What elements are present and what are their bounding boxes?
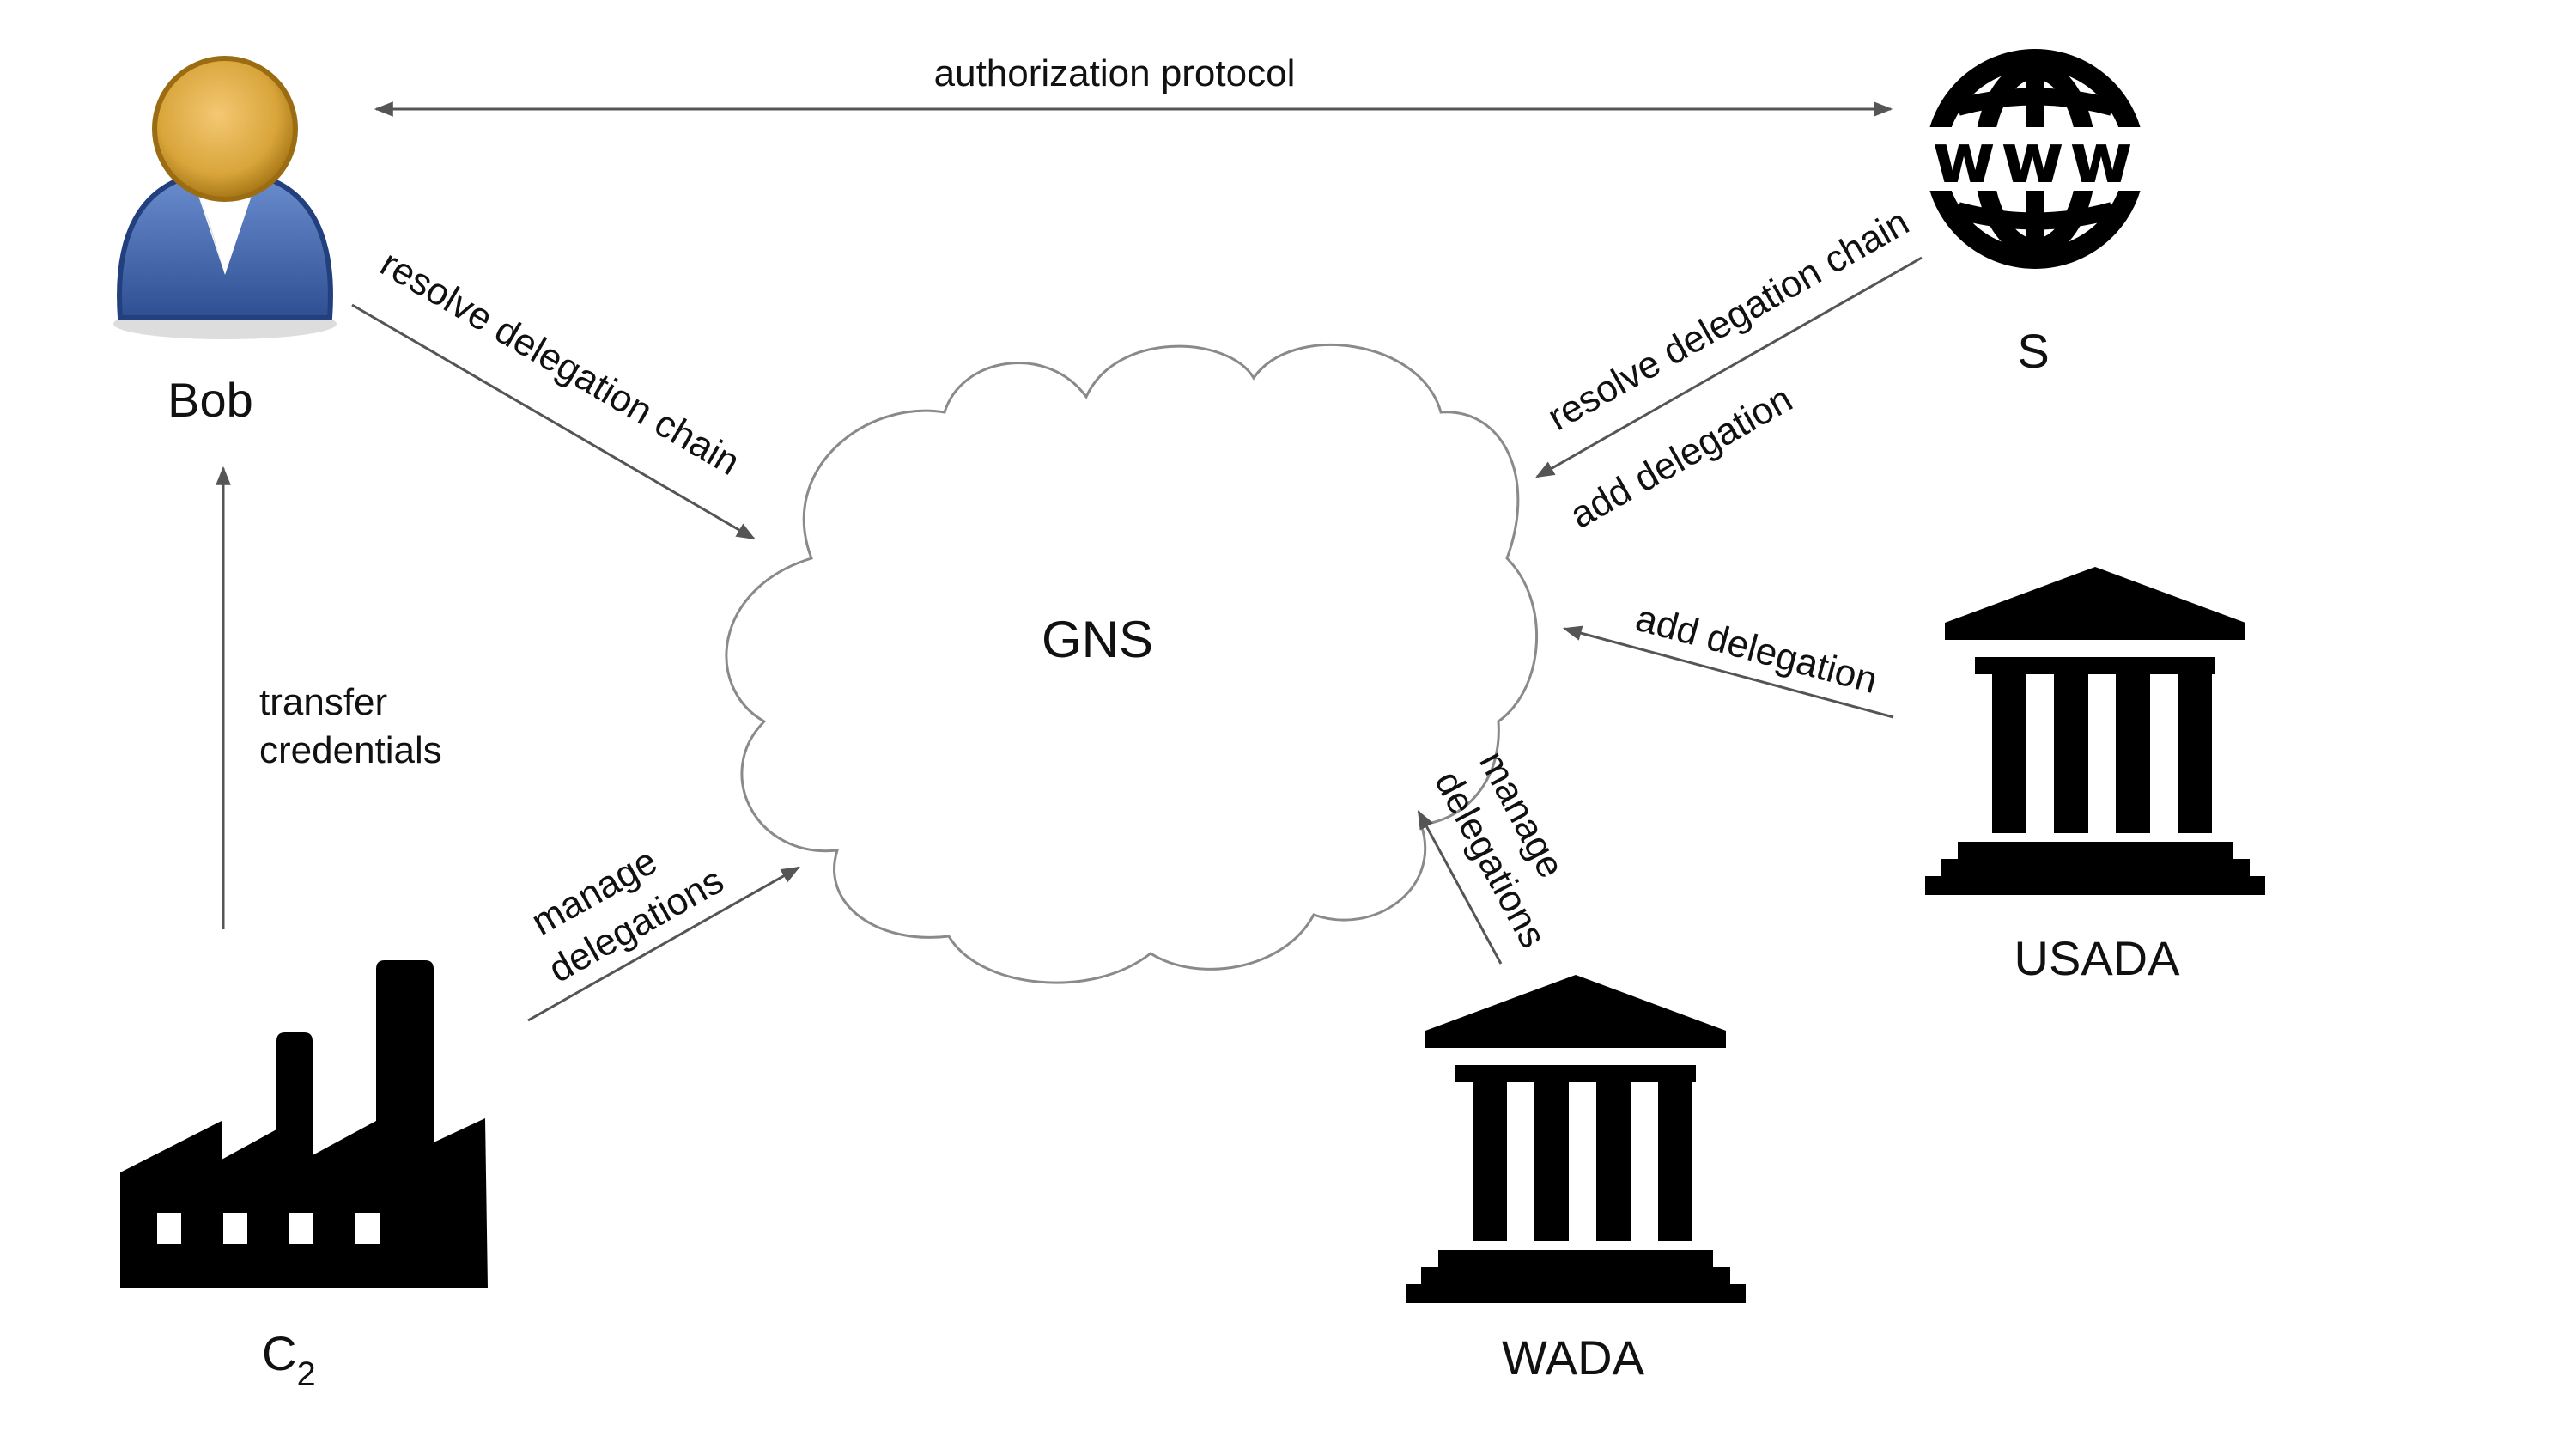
factory-icon — [120, 960, 488, 1288]
auth-label: authorization protocol — [934, 52, 1296, 94]
server-node: www S — [1913, 49, 2157, 378]
cloud-icon — [725, 344, 1538, 984]
usada-add-label: add delegation — [1631, 597, 1882, 702]
edge-server-resolve: resolve delegation chain add delegation — [1535, 201, 1923, 537]
edge-usada-add: add delegation — [1562, 597, 1894, 719]
bob-label: Bob — [167, 373, 253, 427]
institution-building-icon — [1925, 567, 2265, 895]
svg-text:www: www — [1932, 119, 2138, 198]
www-globe-icon: www — [1913, 49, 2157, 269]
user-icon — [113, 56, 337, 339]
edge-wada-manage: manage delegations — [1417, 745, 1572, 965]
bob-node: Bob — [113, 56, 337, 427]
gns-label: GNS — [1042, 611, 1153, 668]
transfer-label-2: credentials — [259, 729, 442, 771]
company-label: C2 — [262, 1326, 316, 1393]
edge-transfer-credentials: transfer credentials — [216, 466, 442, 929]
edge-bob-resolve: resolve delegation chain — [351, 242, 756, 540]
bob-resolve-label: resolve delegation chain — [374, 242, 747, 484]
edge-company-manage: manage delegations — [525, 840, 800, 1022]
transfer-label-1: transfer — [259, 681, 387, 723]
gns-cloud: GNS — [725, 344, 1538, 984]
company-subscript: 2 — [296, 1355, 315, 1393]
edge-authorization-protocol: authorization protocol — [374, 52, 1893, 117]
server-resolve-label: resolve delegation chain — [1540, 201, 1916, 439]
company-node: C2 — [120, 960, 488, 1393]
wada-label: WADA — [1502, 1330, 1645, 1385]
usada-label: USADA — [2014, 931, 2181, 985]
institution-building-icon — [1406, 975, 1746, 1303]
usada-node: USADA — [1925, 567, 2265, 985]
wada-node: WADA — [1406, 975, 1746, 1385]
server-label: S — [2017, 324, 2049, 378]
